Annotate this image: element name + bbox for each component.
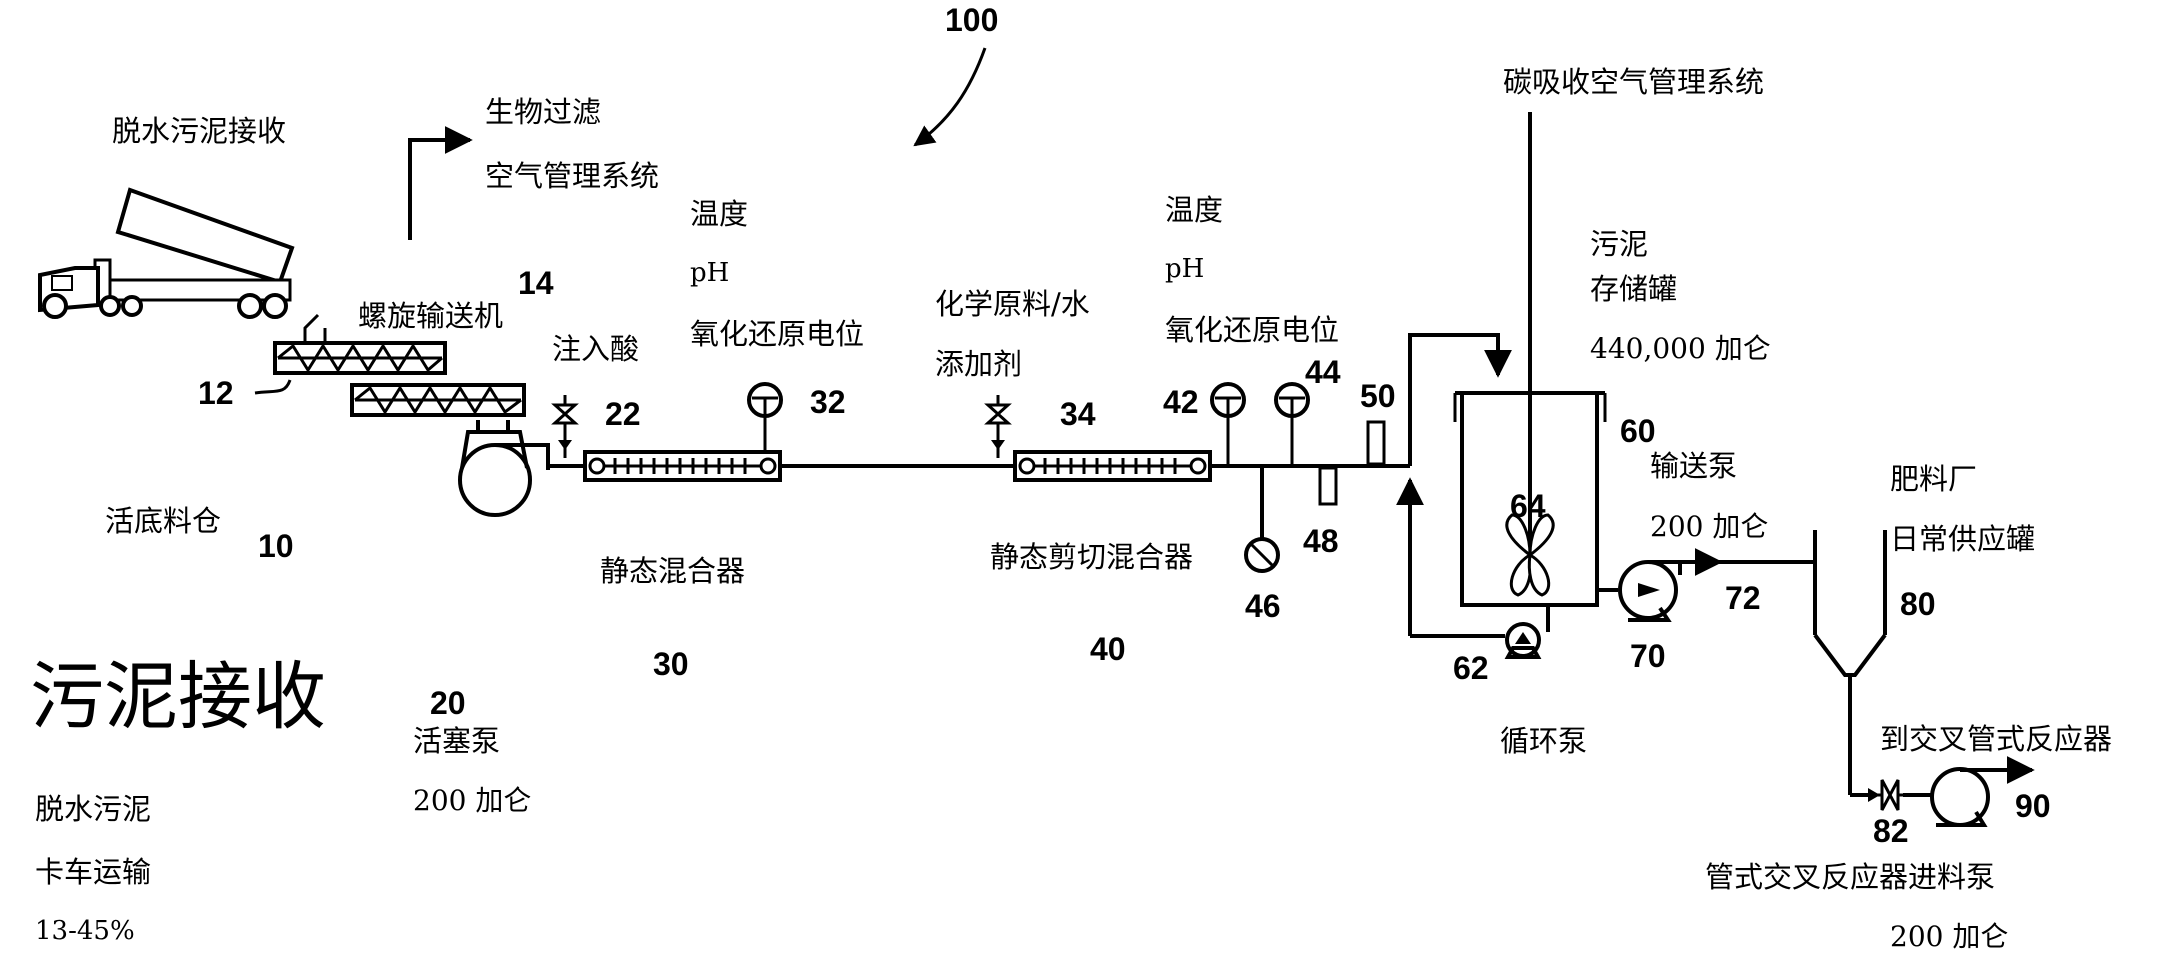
sensor1-ph: pH (690, 258, 730, 288)
agitator-ref: 64 (1510, 488, 1546, 524)
circulation-pump-label: 循环泵 (1500, 724, 1588, 758)
tank-line1: 污泥 (1590, 227, 1649, 261)
truck-icon (38, 187, 295, 319)
biofilter-air-arrow (408, 126, 473, 240)
transfer-pump-capacity: 200 加仑 (1650, 510, 1769, 543)
sample-port-48-icon (1318, 466, 1338, 506)
hopper-pipe-12 (254, 379, 292, 395)
transfer-pump-label: 输送泵 (1650, 449, 1738, 483)
left-line1: 脱水污泥 (35, 792, 152, 826)
screw-conveyor-label: 螺旋输送机 (358, 299, 504, 333)
gauge-32-ref: 32 (810, 384, 846, 420)
sensor1-orp: 氧化还原电位 (690, 317, 865, 351)
gauge-42-icon (1210, 382, 1246, 466)
gauge-32-icon (747, 382, 783, 452)
storage-tank-icon (1453, 391, 1607, 607)
ref-50: 50 (1360, 378, 1396, 414)
ref-44: 44 (1305, 354, 1341, 390)
reactor-to-label: 到交叉管式反应器 (1880, 722, 2113, 756)
day-tank-line2: 日常供应罐 (1890, 522, 2036, 556)
tank-bottom-outlet (1540, 603, 1550, 632)
ref-46: 46 (1245, 588, 1281, 624)
biofilter-line1: 生物过滤 (485, 95, 602, 129)
sensor1-temp: 温度 (690, 197, 749, 231)
day-tank-ref: 80 (1900, 586, 1936, 622)
transfer-pump-ref: 70 (1630, 638, 1666, 674)
piston-pump-capacity: 200 加仑 (413, 784, 532, 817)
tank-line2: 存储罐 (1590, 272, 1678, 306)
chem-valve-icon (984, 395, 1012, 458)
piston-pump-icon (458, 420, 550, 517)
hopper-pipe-ref: 12 (198, 375, 234, 411)
piston-pump-label: 活塞泵 (413, 724, 501, 758)
shear-mixer-label: 静态剪切混合器 (990, 540, 1194, 574)
static-mixer-ref: 30 (653, 646, 689, 682)
circulation-pump-ref: 62 (1453, 650, 1489, 686)
gauge-44-icon (1274, 382, 1310, 466)
truck-label: 脱水污泥接收 (112, 114, 287, 148)
hopper-label: 活底料仓 (105, 504, 222, 538)
shear-mixer-icon (1013, 450, 1212, 482)
figure-number: 100 (945, 2, 999, 38)
sensor2-ph: pH (1165, 254, 1205, 284)
biofilter-line2: 空气管理系统 (485, 159, 660, 193)
carbon-air-label: 碳吸收空气管理系统 (1503, 65, 1765, 99)
static-mixer-icon (583, 450, 782, 482)
section-title: 污泥接收 (30, 654, 326, 740)
feed-pump-label: 管式交叉反应器进料泵 (1705, 860, 1996, 894)
day-tank-icon (1813, 530, 1887, 795)
transfer-line-ref: 72 (1725, 580, 1761, 616)
circulation-pump-icon (1504, 622, 1542, 659)
sensor2-orp: 氧化还原电位 (1165, 313, 1340, 347)
left-line3: 13-45% (35, 916, 135, 946)
screw-conveyor-ref: 14 (518, 265, 554, 301)
acid-valve-icon (551, 395, 579, 458)
chem-ref: 34 (1060, 396, 1096, 432)
acid-ref: 22 (605, 396, 641, 432)
feed-valve-ref: 82 (1873, 813, 1909, 849)
reactor-out-ref: 90 (2015, 788, 2051, 824)
ref-42: 42 (1163, 384, 1199, 420)
flow-indicator-46-icon (1244, 466, 1280, 573)
sample-port-50-icon (1366, 420, 1386, 466)
tank-ref: 60 (1620, 413, 1656, 449)
hopper-ref: 10 (258, 528, 294, 564)
left-line2: 卡车运输 (35, 855, 152, 889)
tank-inlet-line (1408, 333, 1512, 466)
tank-capacity: 440,000 加仑 (1590, 332, 1771, 365)
chem-line1: 化学原料/水 (935, 287, 1090, 321)
day-tank-line1: 肥料厂 (1890, 462, 1978, 496)
shear-mixer-ref: 40 (1090, 631, 1126, 667)
piston-pump-ref: 20 (430, 685, 466, 721)
feed-pump-capacity: 200 加仑 (1890, 920, 2009, 953)
chem-line2: 添加剂 (935, 347, 1023, 381)
feed-valve-icon (1862, 779, 1903, 811)
feed-pump-icon (1903, 756, 2035, 827)
transfer-pump-icon (1597, 560, 1682, 622)
acid-label: 注入酸 (552, 332, 640, 366)
static-mixer-label: 静态混合器 (600, 554, 746, 588)
sensor2-temp: 温度 (1165, 193, 1224, 227)
figure-pointer-arrow (913, 47, 987, 147)
ref-48: 48 (1303, 523, 1339, 559)
screw-conveyor-icon (273, 313, 526, 417)
